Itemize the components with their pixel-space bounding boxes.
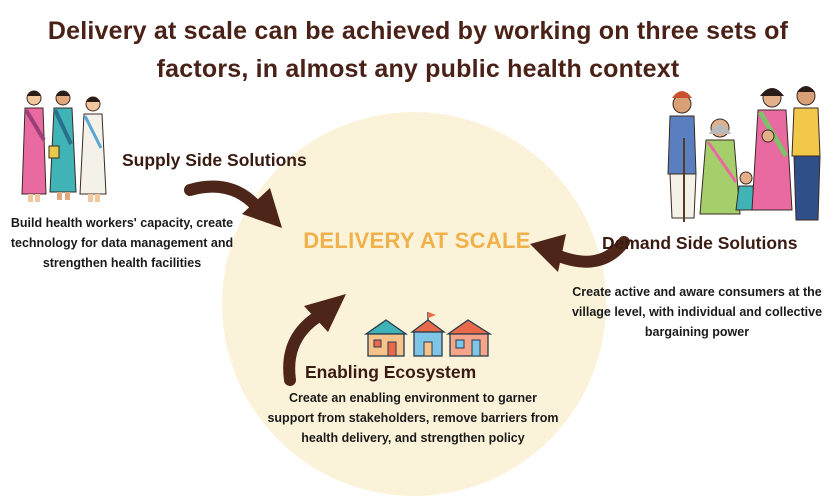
title-line-1: Delivery at scale can be achieved by wor…: [47, 17, 789, 45]
supply-desc-line-2: technology for data management and: [10, 236, 234, 250]
title-line-2: factors, in almost any public health con…: [156, 55, 680, 83]
enabling-description: Create an enabling environment to garner…: [258, 388, 568, 448]
supply-description: Build health workers' capacity, create t…: [2, 213, 242, 273]
demand-desc-line-1: Create active and aware consumers at the: [572, 285, 822, 299]
health-workers-illustration: [21, 90, 107, 202]
delivery-circle: [222, 112, 606, 496]
delivery-at-scale-label: DELIVERY AT SCALE: [303, 228, 531, 253]
demand-heading: Demand Side Solutions: [602, 233, 798, 253]
supply-desc-line-3: strengthen health facilities: [42, 256, 202, 270]
enabling-arrow-icon: [283, 294, 346, 386]
page-title: Delivery at scale can be achieved by wor…: [0, 12, 836, 88]
enabling-desc-line-1: Create an enabling environment to garner: [289, 391, 537, 405]
supply-heading: Supply Side Solutions: [122, 150, 307, 170]
demand-desc-line-3: bargaining power: [644, 325, 750, 339]
demand-arrow-icon: [530, 234, 630, 272]
demand-description: Create active and aware consumers at the…: [566, 282, 828, 342]
family-illustration: [667, 86, 821, 222]
enabling-desc-line-2: support from stakeholders, remove barrie…: [267, 411, 559, 425]
demand-desc-line-2: village level, with individual and colle…: [571, 305, 823, 319]
houses-illustration: [363, 312, 493, 357]
enabling-desc-line-3: health delivery, and strengthen policy: [301, 431, 525, 445]
supply-arrow-icon: [184, 180, 282, 228]
enabling-heading: Enabling Ecosystem: [305, 362, 477, 382]
supply-desc-line-1: Build health workers' capacity, create: [10, 216, 234, 230]
